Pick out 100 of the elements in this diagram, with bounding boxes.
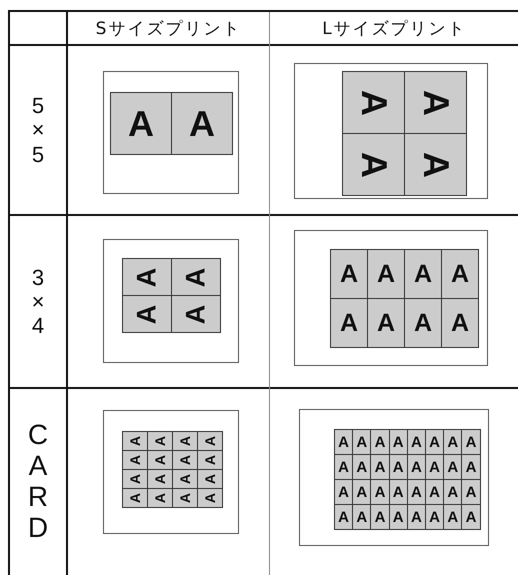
print-tile	[425, 454, 444, 480]
print-sheet	[103, 239, 239, 363]
row-header: 3×4	[30, 266, 46, 338]
print-tile	[425, 504, 444, 530]
print-tile	[370, 454, 390, 480]
tile-letter: A	[356, 460, 368, 474]
tile-letter: A	[410, 460, 422, 474]
print-tile	[171, 92, 233, 155]
tile-letter: A	[182, 267, 210, 287]
tile-letter: A	[203, 436, 217, 446]
print-tile	[352, 479, 372, 505]
tile-letter: A	[447, 460, 458, 474]
print-tile	[122, 450, 148, 470]
tile-letter: A	[128, 106, 154, 142]
tile-letter: A	[356, 484, 368, 500]
tile-letter: A	[374, 484, 386, 500]
print-tile	[352, 504, 372, 530]
print-tile	[352, 454, 372, 480]
print-tile	[330, 298, 368, 348]
tile-letter: A	[338, 434, 350, 450]
print-tile	[388, 504, 408, 530]
print-tile	[334, 479, 354, 505]
print-tile	[110, 92, 172, 155]
tile-letter: A	[376, 262, 396, 286]
print-tile	[147, 469, 173, 489]
print-tile	[388, 454, 408, 480]
print-sheet	[299, 409, 489, 546]
print-tile	[197, 450, 223, 470]
tile-letter: A	[153, 454, 167, 466]
tile-letter: A	[203, 474, 217, 484]
tile-letter: A	[128, 474, 142, 484]
print-tile	[330, 249, 368, 299]
print-tile	[197, 431, 223, 451]
tile-letter: A	[189, 106, 215, 142]
print-tile	[404, 298, 442, 348]
tile-letter: A	[356, 90, 392, 116]
tile-letter: A	[178, 436, 192, 446]
tile-letter: A	[414, 310, 432, 336]
print-tile	[171, 258, 221, 296]
print-tile	[461, 429, 481, 455]
print-tile	[334, 504, 354, 530]
print-tile	[443, 504, 462, 530]
print-tile	[461, 454, 481, 480]
print-tile	[342, 133, 405, 196]
print-tile	[404, 133, 467, 196]
tile-letter: A	[429, 484, 440, 500]
tile-letter: A	[466, 484, 476, 500]
tile-letter: A	[178, 454, 192, 466]
print-tile	[352, 429, 372, 455]
print-tile	[334, 429, 354, 455]
tile-letter: A	[466, 460, 476, 474]
tile-letter: A	[128, 436, 142, 446]
print-tile	[461, 504, 481, 530]
tile-letter: A	[340, 262, 358, 286]
row-header: 5×5	[30, 94, 46, 167]
print-tile	[172, 450, 198, 470]
tile-letter: A	[447, 484, 458, 500]
print-tile	[147, 450, 173, 470]
print-sheet	[294, 63, 488, 199]
print-tile	[441, 298, 479, 348]
tile-letter: A	[356, 510, 368, 524]
print-tile	[404, 249, 442, 299]
tile-letter: A	[410, 484, 422, 500]
tile-letter: A	[340, 310, 358, 336]
print-tile	[197, 469, 223, 489]
print-sheet	[103, 410, 239, 534]
print-tile	[122, 469, 148, 489]
tile-letter: A	[356, 434, 368, 450]
print-tile	[461, 479, 481, 505]
print-tile	[443, 479, 462, 505]
tile-letter: A	[450, 310, 470, 336]
print-tile	[388, 429, 408, 455]
tile-letter: A	[447, 434, 458, 450]
print-tile	[370, 429, 390, 455]
tile-letter: A	[182, 304, 210, 324]
tile-letter: A	[447, 510, 458, 524]
print-tile	[441, 249, 479, 299]
tile-letter: A	[153, 492, 167, 504]
print-tile	[122, 431, 148, 451]
tile-letter: A	[356, 152, 392, 178]
tile-letter: A	[128, 454, 142, 466]
tile-letter: A	[376, 310, 396, 336]
tile-letter: A	[392, 460, 404, 474]
print-tile	[367, 298, 405, 348]
print-tile	[172, 431, 198, 451]
print-tile	[122, 258, 172, 296]
tile-letter: A	[392, 510, 404, 524]
print-tile	[370, 504, 390, 530]
print-tile	[370, 479, 390, 505]
print-tile	[122, 295, 172, 333]
print-tile	[404, 71, 467, 134]
tile-letter: A	[374, 434, 386, 450]
tile-letter: A	[466, 434, 476, 450]
row-header: CARD	[26, 420, 50, 544]
tile-letter: A	[429, 434, 440, 450]
tile-letter: A	[418, 152, 454, 178]
tile-letter: A	[392, 484, 404, 500]
tile-letter: A	[392, 434, 404, 450]
print-tile	[122, 488, 148, 508]
print-tile	[443, 454, 462, 480]
